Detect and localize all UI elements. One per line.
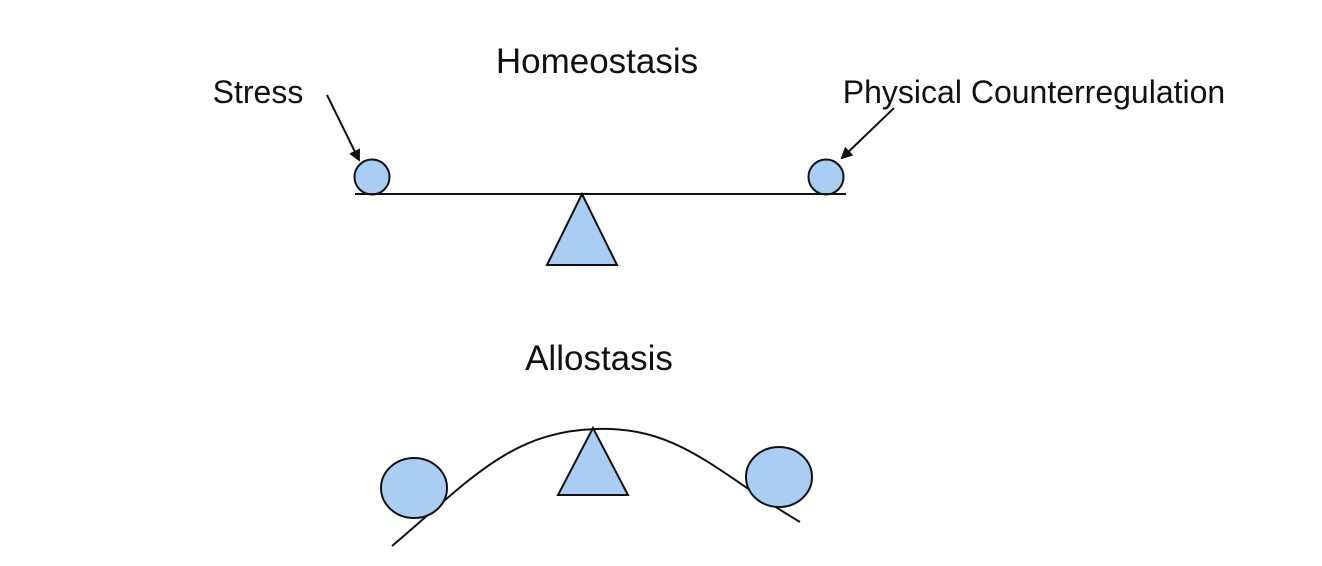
stress-arrow — [326, 94, 360, 162]
allostasis-right-weight — [745, 446, 813, 508]
allostasis-fulcrum — [556, 425, 630, 496]
homeostasis-section: Homeostasis Stress Physical Counterregul… — [213, 42, 1225, 266]
homeostasis-fulcrum — [545, 191, 619, 266]
counterregulation-arrow — [840, 107, 895, 160]
stress-label: Stress — [213, 74, 304, 110]
physical-counterregulation-label: Physical Counterregulation — [843, 74, 1225, 110]
allostasis-section: Allostasis — [380, 339, 813, 547]
allostasis-left-weight — [380, 457, 448, 519]
stress-weight — [353, 158, 391, 196]
allostasis-curve — [391, 427, 801, 547]
allostasis-title: Allostasis — [525, 339, 673, 378]
counterregulation-weight — [807, 158, 845, 196]
homeostasis-title: Homeostasis — [496, 42, 698, 81]
